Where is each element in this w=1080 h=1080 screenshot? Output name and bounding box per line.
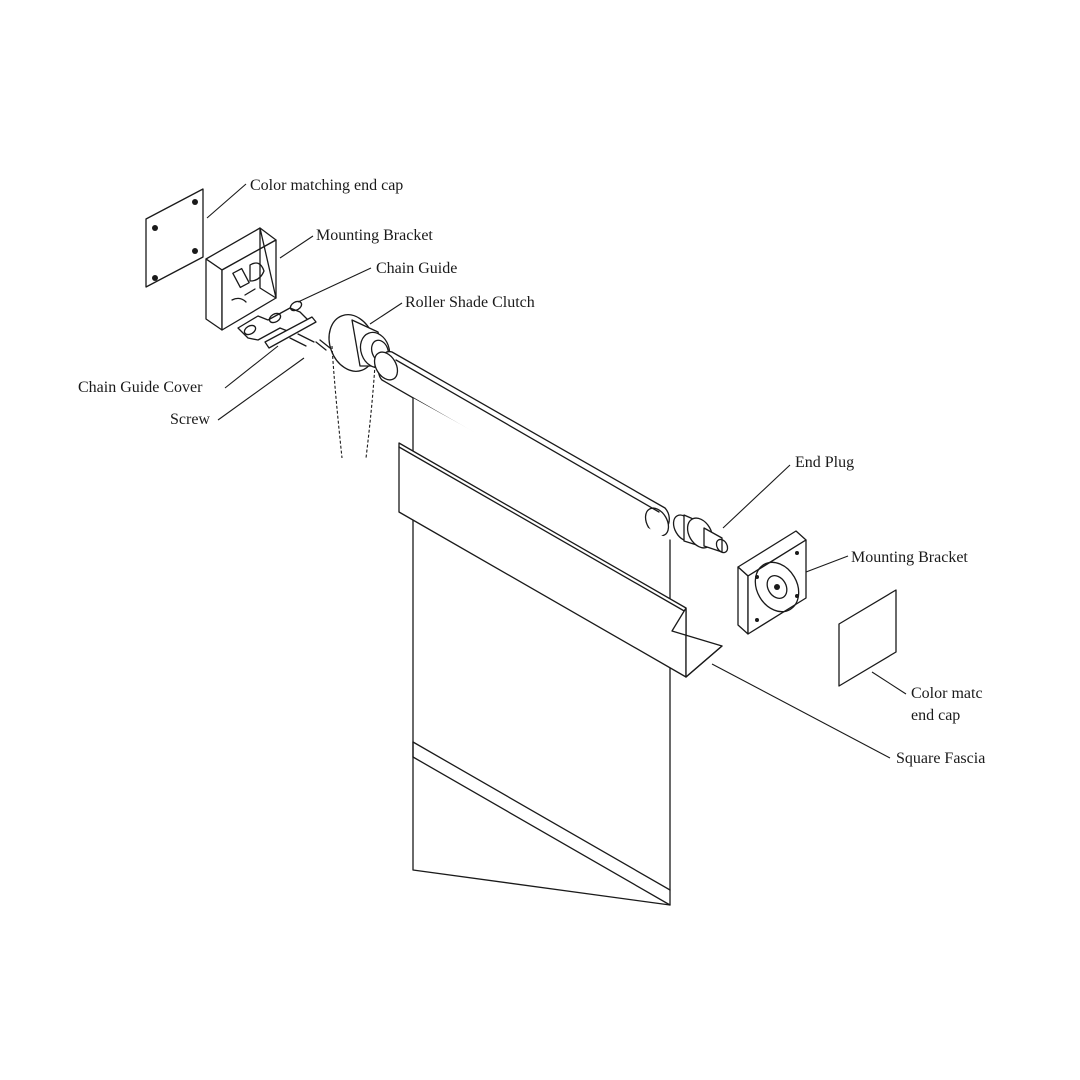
mounting-bracket-left-part — [205, 227, 277, 331]
bead-chain-part — [331, 345, 376, 459]
leader-bracket-left — [279, 235, 314, 259]
roller-shade-clutch-part — [328, 314, 391, 372]
leader-chain-guide-cover — [224, 345, 279, 389]
label-chain-guide-cover: Chain Guide Cover — [78, 379, 203, 396]
end-plug-part — [672, 514, 729, 554]
leader-clutch — [369, 302, 403, 325]
label-end-cap-right-line2: end cap — [911, 707, 960, 724]
label-roller-shade-clutch: Roller Shade Clutch — [405, 294, 535, 311]
leader-bracket-right — [805, 555, 849, 573]
label-mounting-bracket-right: Mounting Bracket — [851, 549, 968, 566]
label-end-cap-left: Color matching end cap — [250, 177, 403, 194]
mounting-bracket-right-part — [737, 530, 807, 635]
leader-end-cap-right — [871, 671, 907, 695]
label-mounting-bracket-left: Mounting Bracket — [316, 227, 433, 244]
leader-chain-guide — [297, 267, 372, 303]
label-chain-guide: Chain Guide — [376, 260, 457, 277]
square-fascia-part — [398, 442, 723, 678]
leader-screw — [217, 357, 305, 421]
label-end-cap-right-line1: Color matc — [911, 685, 983, 702]
label-end-plug: End Plug — [795, 454, 854, 471]
leader-end-plug — [722, 464, 791, 529]
chain-guide-cover-part — [264, 316, 331, 351]
leader-end-cap-left — [206, 183, 247, 219]
end-cap-left-part — [145, 188, 204, 288]
label-square-fascia: Square Fascia — [896, 750, 985, 767]
leader-square-fascia — [711, 663, 891, 759]
end-cap-right-part — [838, 589, 897, 687]
labels: Color matching end cap Mounting Bracket … — [78, 177, 985, 767]
leader-lines — [206, 183, 907, 759]
label-screw: Screw — [170, 411, 210, 428]
